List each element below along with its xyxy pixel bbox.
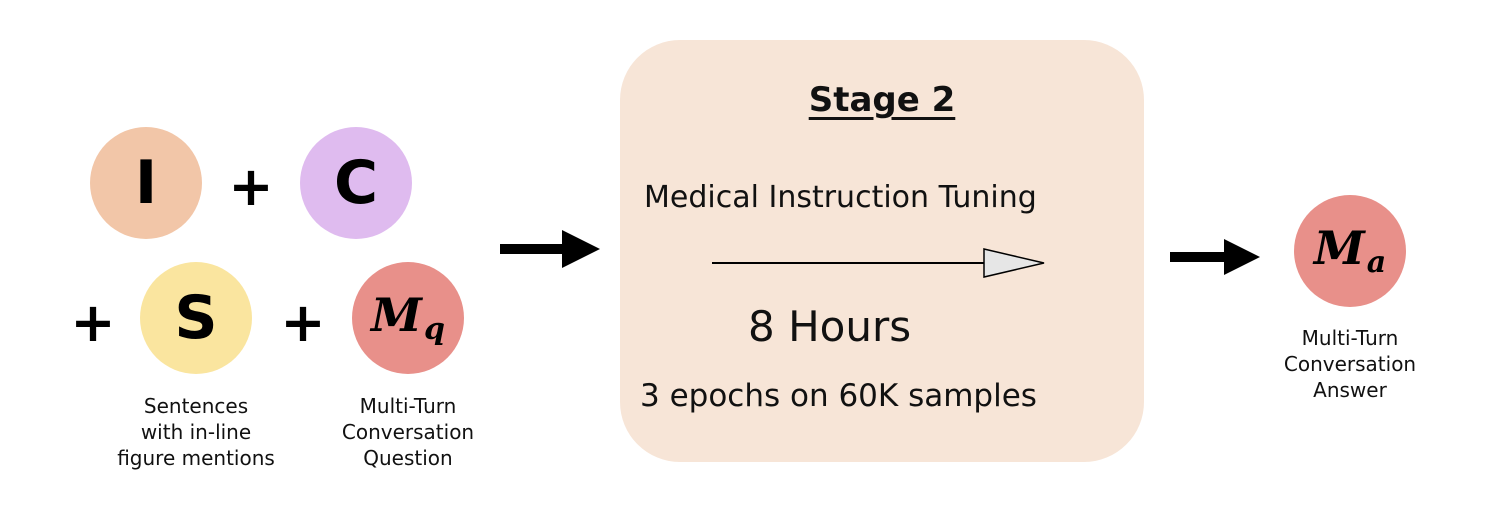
caption-letter: C [333,148,379,218]
question-symbol-subscript: q [423,311,445,347]
answer-symbol: Ma [1314,225,1386,278]
stage-details: 3 epochs on 60K samples [640,378,1037,414]
stage-title: Stage 2 [808,80,956,120]
sentences-letter: S [174,283,218,353]
stage-box: Stage 2 Medical Instruction Tuning 8 Hou… [620,40,1144,462]
plus-sign: + [70,291,116,354]
answer-symbol-base: M [1313,220,1365,275]
sentences-caption: Sentences with in-line figure mentions [117,394,275,470]
stage-name: Medical Instruction Tuning [644,180,1037,215]
progress-arrow-icon [712,248,1045,278]
sentences-circle: S [140,262,252,374]
question-caption: Multi-Turn Conversation Question [341,394,475,470]
image-letter: I [134,148,158,218]
plus-sign: + [280,291,326,354]
plus-sign: + [228,155,274,218]
answer-circle: Ma [1294,195,1406,307]
question-symbol: Mq [371,292,445,345]
image-circle: I [90,127,202,239]
input-arrow-icon [500,230,600,268]
answer-symbol-subscript: a [1366,244,1387,280]
answer-caption: Multi-Turn Conversation Answer [1283,326,1417,402]
output-arrow-icon [1170,239,1260,275]
question-symbol-base: M [371,287,422,342]
caption-circle: C [300,127,412,239]
stage-duration: 8 Hours [748,302,912,351]
question-circle: Mq [352,262,464,374]
